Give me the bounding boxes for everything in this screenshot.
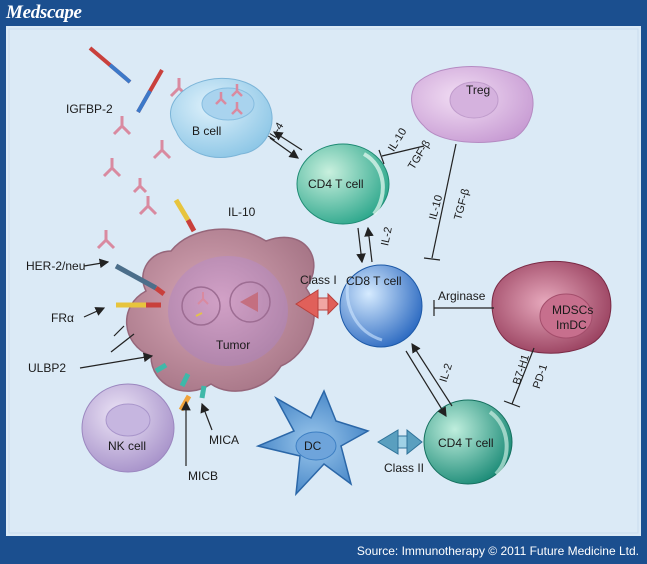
label-micb: MICB xyxy=(188,469,218,483)
dendritic-cell xyxy=(255,389,370,497)
label-treg: Treg xyxy=(466,83,490,97)
treg-cell xyxy=(411,66,534,143)
label-b-cell: B cell xyxy=(192,124,221,138)
label-dc: DC xyxy=(304,439,322,453)
arrows xyxy=(79,131,453,466)
label-ulbp2: ULBP2 xyxy=(28,361,66,375)
mdsc-imdc-cell xyxy=(491,260,612,354)
label-arginase: Arginase xyxy=(438,289,486,303)
header-bar: Medscape xyxy=(0,0,647,26)
b-cell xyxy=(170,77,273,158)
tumor-receptors xyxy=(114,198,207,412)
label-tumor: Tumor xyxy=(216,338,250,352)
immune-diagram: IGFBP-2 B cell IL-4 CD4 T cell IL-10 TGF… xyxy=(6,26,641,536)
label-cd4-bottom: CD4 T cell xyxy=(438,436,494,450)
label-il10-tumor: IL-10 xyxy=(228,205,256,219)
label-class-i: Class I xyxy=(300,273,337,287)
label-fra: FRα xyxy=(51,311,74,325)
footer-bar: Source: Immunotherapy © 2011 Future Medi… xyxy=(0,539,647,564)
label-cd4-top: CD4 T cell xyxy=(308,177,364,191)
inhibition-lines xyxy=(378,143,535,408)
cd4-t-cell-bottom xyxy=(423,399,513,485)
class-i-connector xyxy=(295,289,339,319)
igfbp2-fragments xyxy=(88,46,164,113)
label-mdscs: MDSCs xyxy=(552,303,593,317)
label-igfbp2: IGFBP-2 xyxy=(66,102,113,116)
label-il2-b: IL-2 xyxy=(438,362,455,384)
nk-cell xyxy=(81,383,175,473)
brand-logo[interactable]: Medscape xyxy=(6,2,82,23)
label-cd8: CD8 T cell xyxy=(346,274,402,288)
cd8-t-cell xyxy=(339,264,423,348)
label-her2: HER-2/neu xyxy=(26,259,85,273)
diagram-panel: IGFBP-2 B cell IL-4 CD4 T cell IL-10 TGF… xyxy=(6,26,641,536)
antibody-cluster xyxy=(96,78,189,250)
label-imdc: ImDC xyxy=(556,318,587,332)
class-ii-connector xyxy=(377,428,423,456)
tumor-cell xyxy=(125,228,315,392)
cd4-t-cell-top xyxy=(296,143,390,225)
label-mica: MICA xyxy=(209,433,239,447)
label-nk-cell: NK cell xyxy=(108,439,146,453)
source-credit: Source: Immunotherapy © 2011 Future Medi… xyxy=(356,544,639,558)
label-il2-a: IL-2 xyxy=(379,226,395,247)
label-class-ii: Class II xyxy=(384,461,424,475)
